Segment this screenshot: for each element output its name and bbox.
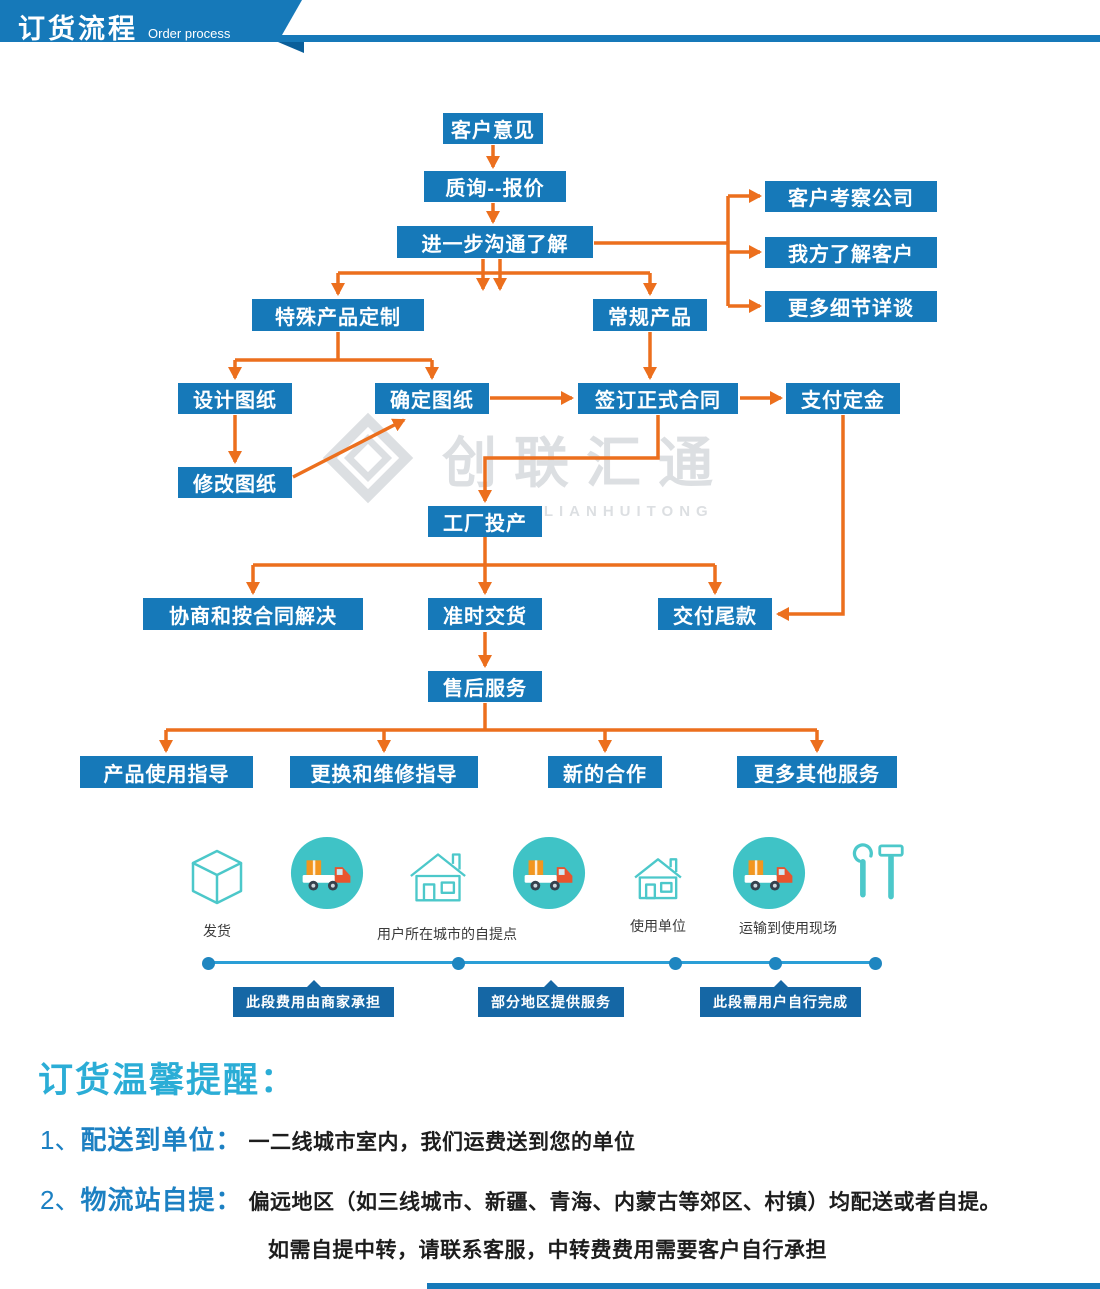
note-extra: 如需自提中转，请联系客服，中转费费用需要客户自行承担 xyxy=(268,1239,827,1262)
watermark-text: 创联汇通 CHUANGLIANHUITONG xyxy=(442,418,730,520)
callout-user-complete: 此段需用户自行完成 xyxy=(700,980,861,1017)
timeline-dot xyxy=(869,957,882,970)
label-ship: 发货 xyxy=(203,923,231,939)
flow-node-more-services: 更多其他服务 xyxy=(737,756,897,788)
flow-node-modify-drawing: 修改图纸 xyxy=(178,467,292,498)
flow-node-factory-production: 工厂投产 xyxy=(428,506,542,537)
notes-title: 订货温馨提醒： xyxy=(38,1061,298,1100)
flow-arrows xyxy=(159,145,845,753)
page-title: 订货流程 xyxy=(18,14,138,44)
flow-node-pay-balance: 交付尾款 xyxy=(658,598,772,630)
note-item-pickup: 2、 物流站自提： 偏远地区（如三线城市、新疆、青海、内蒙古等郊区、村镇）均配送… xyxy=(40,1180,1001,1217)
note-number: 1、 xyxy=(40,1125,81,1155)
flow-node-customer-opinion: 客户意见 xyxy=(443,113,543,144)
flow-node-pay-deposit: 支付定金 xyxy=(786,383,900,414)
delivery-truck-icon xyxy=(289,835,365,916)
tools-icon xyxy=(846,838,906,915)
header-ribbon: 订货流程 Order process xyxy=(0,0,302,42)
note-heading: 物流站自提： xyxy=(80,1185,243,1215)
flow-node-sign-contract: 签订正式合同 xyxy=(578,383,738,414)
package-icon xyxy=(185,845,249,914)
header-fold-corner xyxy=(278,42,304,53)
callout-merchant-cost: 此段费用由商家承担 xyxy=(233,980,394,1017)
timeline-dot xyxy=(769,957,782,970)
watermark-logo-icon xyxy=(322,412,414,504)
delivery-truck-icon xyxy=(511,835,587,916)
label-use-unit: 使用单位 xyxy=(630,918,686,934)
watermark-name: 创联汇通 xyxy=(442,432,731,494)
flow-node-we-understand-customer: 我方了解客户 xyxy=(765,237,937,268)
timeline-dot xyxy=(202,957,215,970)
flow-node-negotiate-resolve: 协商和按合同解决 xyxy=(143,598,363,630)
watermark: 创联汇通 CHUANGLIANHUITONG xyxy=(0,0,1100,820)
note-text: 偏远地区（如三线城市、新疆、青海、内蒙古等郊区、村镇）均配送或者自提。 xyxy=(248,1191,1001,1214)
note-text: 一二线城市室内，我们运费送到您的单位 xyxy=(248,1131,636,1154)
callout-partial-service: 部分地区提供服务 xyxy=(478,980,624,1017)
timeline-dot xyxy=(452,957,465,970)
flow-node-customer-visit-company: 客户考察公司 xyxy=(765,181,937,212)
flow-node-design-drawing: 设计图纸 xyxy=(178,383,292,414)
flow-node-on-time-delivery: 准时交货 xyxy=(428,598,542,630)
house-icon xyxy=(406,847,470,910)
label-pickup-point: 用户所在城市的自提点 xyxy=(377,926,517,942)
flow-node-regular-product: 常规产品 xyxy=(593,299,707,331)
flow-node-custom-product: 特殊产品定制 xyxy=(252,299,424,331)
delivery-truck-icon xyxy=(731,835,807,916)
header-band xyxy=(0,35,1100,42)
note-item-delivery: 1、 配送到单位： 一二线城市室内，我们运费送到您的单位 xyxy=(40,1120,635,1157)
flow-node-usage-guidance: 产品使用指导 xyxy=(80,756,253,788)
flow-node-more-details-discussion: 更多细节详谈 xyxy=(765,291,937,322)
flow-node-replacement-repair-guidance: 更换和维修指导 xyxy=(290,756,478,788)
timeline xyxy=(208,961,875,964)
note-heading: 配送到单位： xyxy=(80,1125,243,1155)
bottom-divider xyxy=(427,1283,1100,1289)
flow-node-further-communication: 进一步沟通了解 xyxy=(397,226,593,258)
flow-node-new-cooperation: 新的合作 xyxy=(548,756,662,788)
timeline-dot xyxy=(669,957,682,970)
flow-node-after-sales-service: 售后服务 xyxy=(428,671,542,702)
flow-node-confirm-drawing: 确定图纸 xyxy=(375,383,489,414)
note-number: 2、 xyxy=(40,1185,81,1215)
house-icon xyxy=(631,853,685,907)
flow-node-inquiry-quote: 质询--报价 xyxy=(424,171,566,202)
label-transport-site: 运输到使用现场 xyxy=(739,920,837,936)
page-subtitle: Order process xyxy=(148,26,231,41)
